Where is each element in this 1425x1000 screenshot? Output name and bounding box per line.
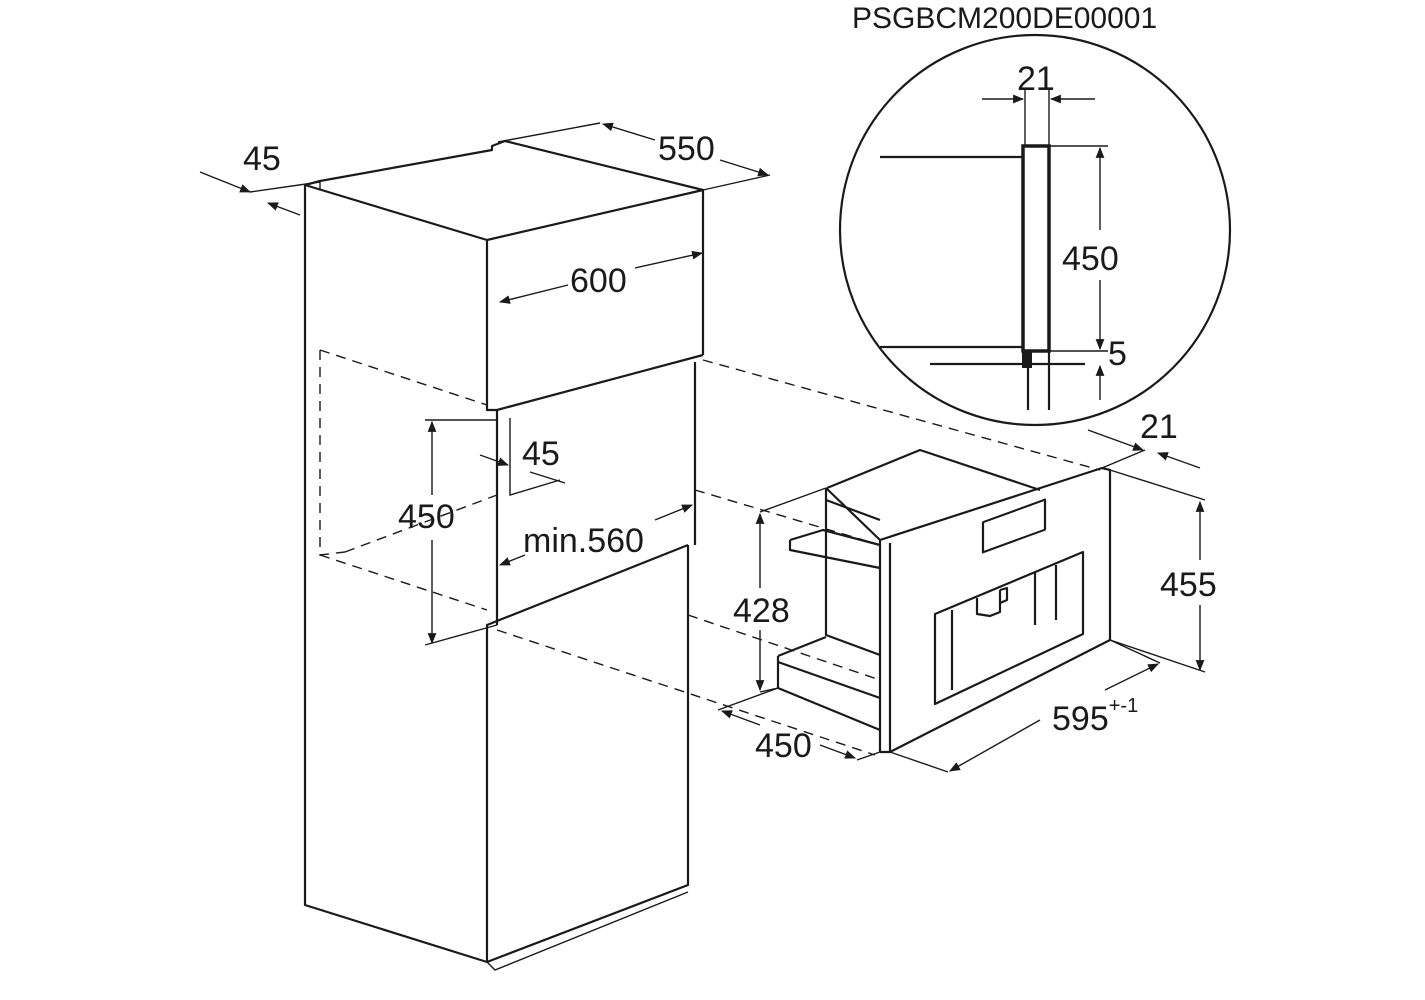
dim-niche-offset: 45: [522, 435, 560, 473]
dim-panel-thickness: 45: [243, 140, 281, 178]
coffee-machine: [776, 448, 1112, 754]
appliance-dim-front-height: 455: [1160, 566, 1217, 604]
cabinet-dimensions: 45 550 600 450 45 min.560: [199, 122, 771, 646]
detail-magnifier: 21 450 5: [838, 33, 1232, 427]
dim-niche-height: 450: [398, 498, 455, 536]
dim-niche-min-width: min.560: [523, 522, 644, 560]
appliance-dim-front-thickness: 21: [1140, 408, 1178, 446]
document-code: PSGBCM200DE00001: [852, 2, 1157, 35]
detail-dim-gap-top: 21: [1017, 60, 1055, 98]
appliance-dim-width: 595+-1: [1052, 695, 1138, 738]
appliance-dimensions: 21 455 428 450 595+-1: [717, 408, 1217, 773]
appliance-dim-depth: 450: [755, 727, 812, 765]
detail-dim-gap-bottom: 5: [1108, 335, 1127, 373]
dim-cabinet-depth: 550: [658, 130, 715, 168]
appliance-dim-body-height: 428: [733, 592, 790, 630]
dim-cabinet-width: 600: [570, 262, 627, 300]
detail-dim-height: 450: [1062, 240, 1119, 278]
